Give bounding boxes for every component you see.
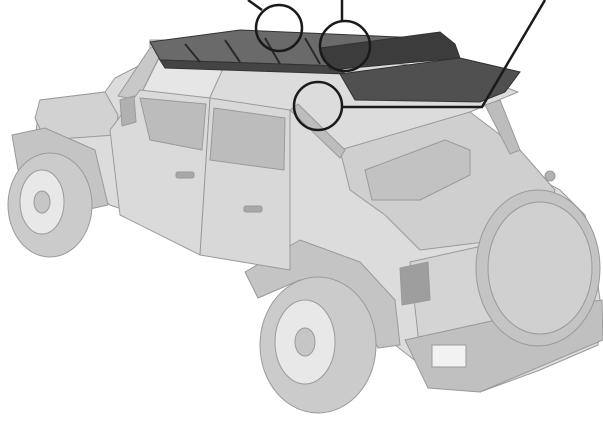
license-plate xyxy=(432,345,466,367)
front-door-handle xyxy=(176,172,194,178)
rear-door-window xyxy=(210,108,285,170)
side-mirror xyxy=(120,96,136,126)
rear-wheel xyxy=(260,277,376,413)
front-wheel xyxy=(8,153,92,257)
tail-light xyxy=(400,262,430,305)
rear-door-handle xyxy=(244,206,262,212)
